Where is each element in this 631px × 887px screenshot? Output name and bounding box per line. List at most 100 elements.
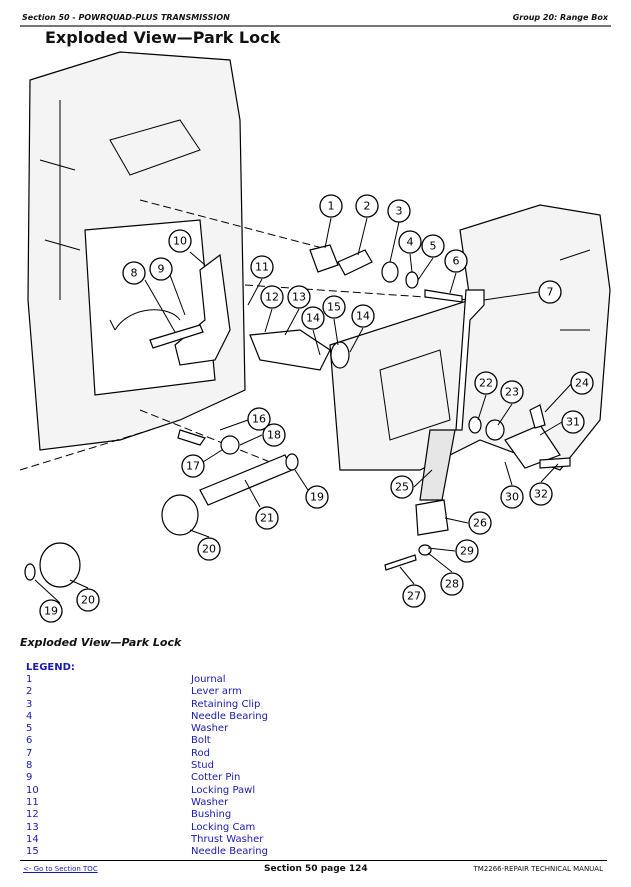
legend-item: 7 Rod: [26, 748, 326, 760]
go-to-section-toc-link[interactable]: <- Go to Section TOC: [23, 865, 98, 873]
callout-20: 20: [197, 537, 221, 561]
manual-title: TM2266-REPAIR TECHNICAL MANUAL: [473, 865, 604, 873]
section-header: Section 50 - POWRQUAD-PLUS TRANSMISSION: [22, 13, 230, 22]
legend-item-description: Stud: [191, 760, 214, 772]
svg-text:24: 24: [575, 377, 589, 390]
page-number: Section 50 page 124: [264, 864, 368, 874]
legend-item-description: Bushing: [191, 809, 232, 821]
housing-window: [84, 219, 216, 396]
svg-text:28: 28: [445, 578, 459, 591]
svg-text:10: 10: [173, 235, 187, 248]
svg-text:17: 17: [186, 460, 200, 473]
callout-18: 18: [262, 423, 286, 447]
callout-8: 8: [122, 261, 146, 285]
svg-text:13: 13: [292, 291, 306, 304]
svg-text:18: 18: [267, 429, 281, 442]
locking-pawl-part: [174, 253, 231, 366]
svg-text:23: 23: [505, 386, 519, 399]
svg-text:29: 29: [460, 545, 474, 558]
svg-text:4: 4: [407, 236, 414, 249]
legend-item-description: Journal: [191, 674, 226, 685]
svg-text:16: 16: [252, 413, 266, 426]
callout-28: 28: [440, 572, 464, 596]
legend-item-description: Locking Pawl: [191, 784, 256, 796]
callout-30: 30: [500, 485, 524, 509]
callout-6: 6: [444, 249, 468, 273]
legend-item: 6 Bolt: [26, 735, 326, 747]
legend-item: 5 Washer: [26, 723, 326, 735]
callout-13: 13: [287, 285, 311, 309]
svg-text:12: 12: [265, 291, 279, 304]
callout-24: 24: [570, 371, 594, 395]
callout-3: 3: [387, 199, 411, 223]
legend-item-number: 15: [26, 846, 39, 858]
legend-item-number: 6: [26, 735, 33, 747]
legend-item-description: Bolt: [191, 735, 211, 747]
legend-item-number: 13: [26, 821, 39, 833]
svg-text:2: 2: [364, 200, 371, 213]
svg-text:6: 6: [453, 255, 460, 268]
callout-27: 27: [402, 584, 426, 608]
legend-item: 8 Stud: [26, 760, 326, 772]
svg-text:20: 20: [202, 543, 216, 556]
group-header: Group 20: Range Box: [512, 13, 608, 22]
legend-item-number: 2: [26, 686, 33, 698]
legend-item-description: Rod: [191, 747, 210, 759]
exploded-view-diagram: 1 2 3 4 5 6 7 8 9 10 11 12 13 14 15 14 1…: [19, 51, 611, 623]
svg-text:22: 22: [479, 377, 493, 390]
legend-item: 14 Thrust Washer: [26, 834, 326, 846]
legend-item-number: 7: [26, 747, 33, 759]
svg-text:9: 9: [158, 263, 165, 276]
legend-item-number: 12: [26, 809, 39, 821]
figure-caption: Exploded View—Park Lock: [20, 636, 182, 649]
legend-item-number: 5: [26, 723, 33, 735]
legend-item-description: Cotter Pin: [191, 772, 241, 784]
legend-item-description: Needle Bearing: [191, 846, 268, 858]
footer-divider: [20, 860, 607, 861]
callout-2: 2: [355, 194, 379, 218]
callout-25: 25: [390, 475, 414, 499]
legend-heading: LEGEND:: [26, 662, 75, 673]
rod-part: [455, 289, 485, 431]
legend-item-number: 8: [26, 760, 33, 772]
svg-text:19: 19: [310, 491, 324, 504]
legend-item-description: Needle Bearing: [191, 710, 268, 722]
callout-19: 19: [305, 485, 329, 509]
callout-12: 12: [260, 285, 284, 309]
svg-text:25: 25: [395, 481, 409, 494]
callout-5: 5: [421, 234, 445, 258]
locking-cam-part: [249, 329, 331, 371]
legend-item-description: Lever arm: [191, 686, 242, 698]
legend-item-number: 14: [26, 833, 39, 845]
callout-29: 29: [455, 539, 479, 563]
callout-17: 17: [181, 454, 205, 478]
shaft-part: [199, 454, 293, 506]
callout-26: 26: [468, 511, 492, 535]
legend-item-description: Locking Cam: [191, 821, 256, 833]
svg-text:15: 15: [327, 301, 341, 314]
svg-text:3: 3: [396, 205, 403, 218]
svg-text:14: 14: [356, 310, 370, 323]
svg-text:26: 26: [473, 517, 487, 530]
callout-14b: 14: [351, 304, 375, 328]
legend-item-description: Washer: [191, 723, 229, 735]
callout-21: 21: [255, 506, 279, 530]
stud-part: [149, 324, 204, 349]
callout-31: 31: [561, 410, 585, 434]
svg-text:30: 30: [505, 491, 519, 504]
svg-text:20: 20: [81, 594, 95, 607]
clamp-part: [415, 499, 449, 536]
legend-item-number: 9: [26, 772, 33, 784]
callout-9: 9: [149, 257, 173, 281]
svg-text:27: 27: [407, 590, 421, 603]
callout-23: 23: [500, 380, 524, 404]
svg-text:7: 7: [547, 286, 554, 299]
legend-item-description: Thrust Washer: [191, 833, 264, 845]
legend-item-number: 1: [26, 674, 33, 685]
svg-text:5: 5: [430, 240, 437, 253]
